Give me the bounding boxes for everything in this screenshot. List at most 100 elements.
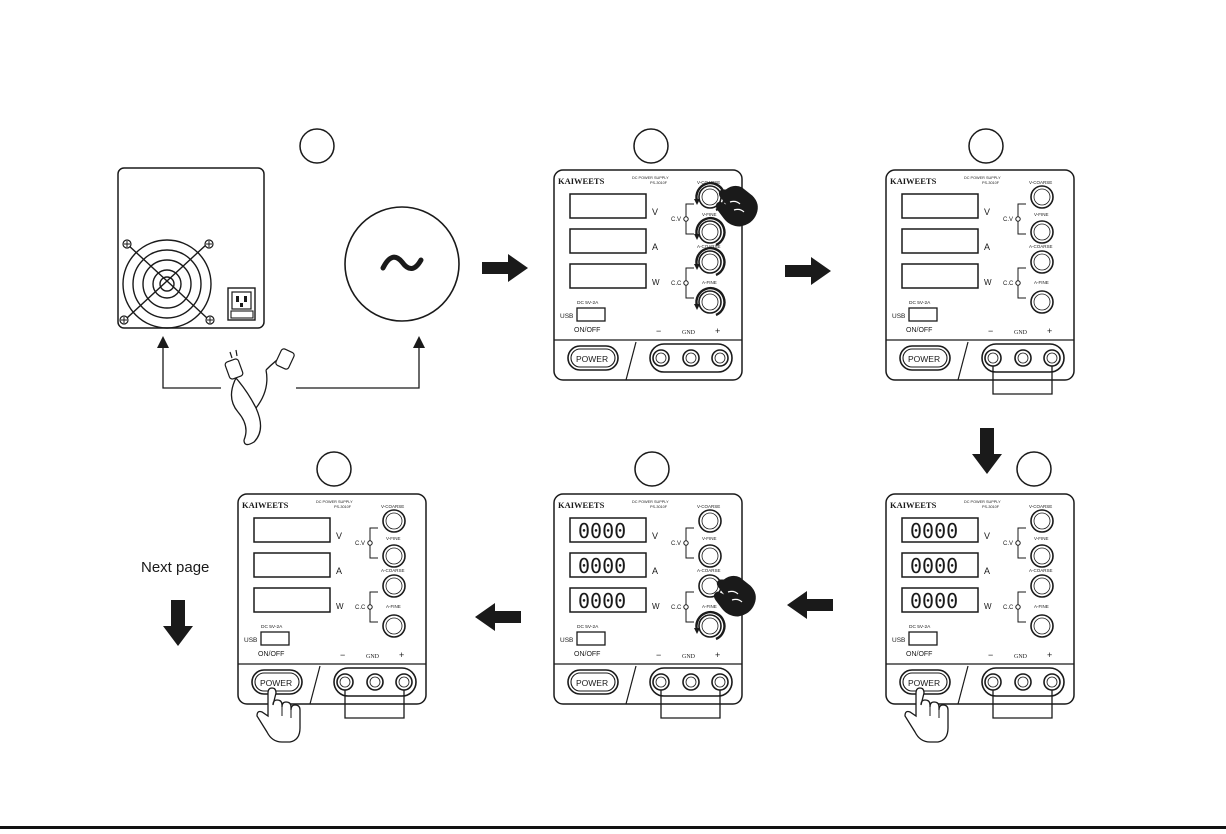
power-button-label: POWER — [260, 678, 292, 688]
knob-a-fine-label: A-FINE — [702, 280, 717, 285]
arrow-down-icon — [972, 428, 1002, 474]
minus-terminal-label: − — [656, 326, 661, 336]
cc-label: C.C — [355, 605, 366, 611]
minus-terminal-label: − — [988, 326, 993, 336]
unit-v-label: V — [652, 531, 658, 541]
minus-terminal-label: − — [340, 650, 345, 660]
usb-label: USB — [892, 637, 905, 644]
unit-a-label: A — [336, 566, 342, 576]
up-arrow-icon — [157, 336, 169, 348]
knob-a-coarse-label: A-COARSE — [697, 568, 721, 573]
panel-brand-logo: KAIWEETS — [558, 500, 605, 510]
knob-v-coarse-label: V-COARSE — [1029, 504, 1052, 509]
panel-model-line1: DC POWER SUPPLY — [316, 500, 353, 504]
step-circle-3 — [968, 128, 1004, 164]
panel-model-line2: PS-3010F — [334, 505, 352, 509]
on-off-label: ON/OFF — [906, 651, 932, 658]
dc-usb-rating-label: DC 5V-2A — [261, 624, 283, 630]
unit-a-label: A — [652, 242, 658, 252]
power-button-label: POWER — [576, 678, 608, 688]
ac-mains-icon — [344, 206, 460, 322]
on-off-label: ON/OFF — [574, 327, 600, 334]
unit-a-label: A — [984, 242, 990, 252]
plus-terminal-label: + — [399, 650, 404, 660]
knob-v-fine-label: V-FINE — [702, 212, 717, 217]
unit-w-label: W — [652, 278, 660, 287]
shorting-lead — [992, 690, 1053, 719]
ac-socket-icon — [227, 287, 256, 321]
step-circle-1 — [299, 128, 335, 164]
knob-v-fine-label: V-FINE — [1034, 536, 1049, 541]
usb-label: USB — [560, 313, 573, 320]
usb-label: USB — [560, 637, 573, 644]
knob-v-coarse-label: V-COARSE — [1029, 180, 1052, 185]
unit-w-label: W — [984, 602, 992, 611]
unit-v-label: V — [984, 207, 990, 217]
usb-label: USB — [892, 313, 905, 320]
cc-label: C.C — [1003, 605, 1014, 611]
minus-terminal-label: − — [988, 650, 993, 660]
knob-a-fine-label: A-FINE — [702, 604, 717, 609]
cc-label: C.C — [671, 281, 682, 287]
arrow-down-icon — [163, 600, 193, 646]
up-arrow-icon — [413, 336, 425, 348]
power-button-label: POWER — [576, 354, 608, 364]
knob-v-fine-label: V-FINE — [386, 536, 401, 541]
cv-label: C.V — [671, 217, 681, 223]
cv-label: C.V — [1003, 541, 1013, 547]
panel-model-line1: DC POWER SUPPLY — [964, 176, 1001, 180]
gnd-terminal-label: GND — [366, 654, 380, 660]
display-readout-a: 0000 — [578, 554, 626, 578]
power-button-label: POWER — [908, 354, 940, 364]
dc-usb-rating-label: DC 5V-2A — [909, 624, 931, 630]
gnd-terminal-label: GND — [682, 654, 696, 660]
cv-label: C.V — [355, 541, 365, 547]
shorting-lead — [344, 690, 405, 719]
arrow-right-icon — [482, 254, 528, 282]
panel-model-line2: PS-3010F — [982, 505, 1000, 509]
unit-w-label: W — [652, 602, 660, 611]
on-off-label: ON/OFF — [906, 327, 932, 334]
panel-model-line2: PS-3010F — [650, 505, 668, 509]
display-readout-v: 0000 — [578, 519, 626, 543]
unit-v-label: V — [652, 207, 658, 217]
gnd-terminal-label: GND — [1014, 654, 1028, 660]
knob-v-coarse-label: V-COARSE — [381, 504, 404, 509]
panel-model-line2: PS-3010F — [982, 181, 1000, 185]
knob-a-coarse-label: A-COARSE — [697, 244, 721, 249]
dc-usb-rating-label: DC 5V-2A — [909, 300, 931, 306]
minus-terminal-label: − — [656, 650, 661, 660]
knob-v-fine-label: V-FINE — [702, 536, 717, 541]
unit-a-label: A — [984, 566, 990, 576]
panel-model-line1: DC POWER SUPPLY — [964, 500, 1001, 504]
panel-model-line1: DC POWER SUPPLY — [632, 176, 669, 180]
knob-a-coarse-label: A-COARSE — [1029, 244, 1053, 249]
plus-terminal-label: + — [1047, 650, 1052, 660]
cc-label: C.C — [1003, 281, 1014, 287]
panel-frame — [237, 493, 427, 705]
panel-brand-logo: KAIWEETS — [558, 176, 605, 186]
step-circle-2 — [633, 128, 669, 164]
arrow-left-icon — [475, 603, 521, 631]
usb-label: USB — [244, 637, 257, 644]
cv-label: C.V — [1003, 217, 1013, 223]
panel-model-line2: PS-3010F — [650, 181, 668, 185]
next-page-label: Next page — [141, 559, 209, 576]
step-circle-5 — [634, 451, 670, 487]
plus-terminal-label: + — [715, 326, 720, 336]
page-bottom-rule — [0, 826, 1226, 829]
cv-label: C.V — [671, 541, 681, 547]
fan-icon — [119, 239, 215, 329]
gnd-terminal-label: GND — [682, 330, 696, 336]
panel-brand-logo: KAIWEETS — [890, 176, 937, 186]
gnd-terminal-label: GND — [1014, 330, 1028, 336]
display-readout-v: 0000 — [910, 519, 958, 543]
knob-a-fine-label: A-FINE — [386, 604, 401, 609]
shorting-lead — [660, 690, 721, 719]
unit-v-label: V — [984, 531, 990, 541]
